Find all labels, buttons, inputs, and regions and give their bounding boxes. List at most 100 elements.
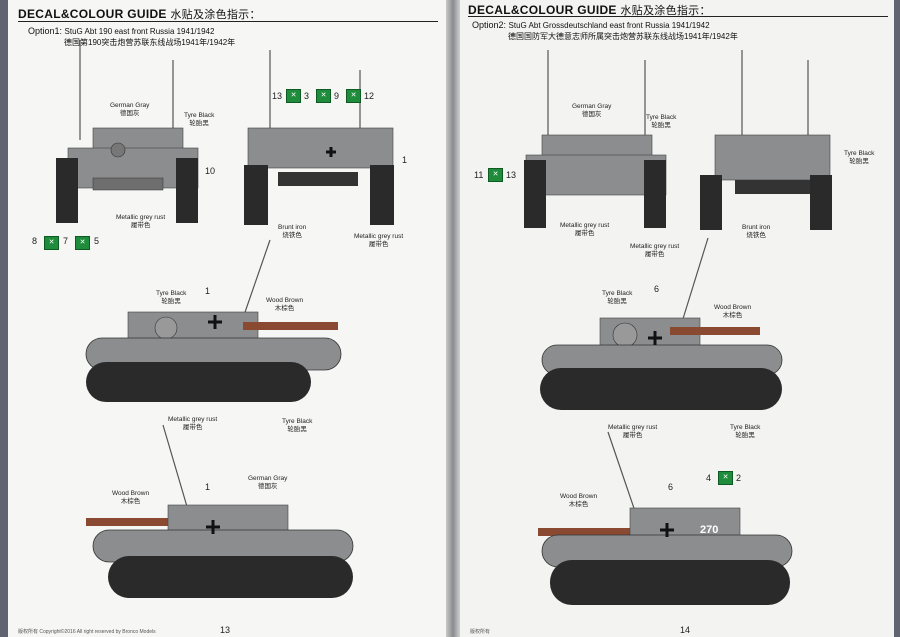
decal-number: 10 [205, 166, 216, 176]
label-en: German Gray [572, 103, 612, 110]
option-desc: StuG Abt Grossdeutschland east front Rus… [508, 21, 710, 30]
option-label: Option2: [472, 20, 507, 30]
page-number: 13 [220, 625, 231, 635]
label-en: Tyre Black [844, 150, 875, 157]
label-zh: 烧铁色 [282, 232, 302, 239]
label-en: Tyre Black [282, 418, 313, 425]
decal-number: 11 [474, 170, 484, 180]
label-en: Brunt iron [742, 224, 771, 231]
decal-number: 6 [668, 482, 674, 492]
label-zh: 木棕色 [120, 498, 141, 505]
hull-number: 270 [700, 524, 719, 536]
label-en: Metallic grey rust [630, 243, 680, 250]
title-zh: 水贴及涂色指示： [620, 5, 711, 17]
option-header: Option2: StuG Abt Grossdeutschland east … [472, 20, 738, 42]
decal-cross-icon: ✕ [44, 236, 59, 250]
page-14: DECAL&COLOUR GUIDE 水贴及涂色指示： Option2: Stu… [460, 0, 894, 637]
label-en: Metallic grey rust [608, 424, 658, 431]
side-view-tank-2 [86, 424, 354, 598]
title-rule [468, 16, 888, 17]
label-en: Wood Brown [714, 304, 752, 311]
label-en: Metallic grey rust [354, 233, 404, 240]
option-desc-zh: 德国国防军大德意志师所属突击炮营苏联东线战场1941年/1942年 [508, 32, 738, 41]
front-view-tank [56, 40, 199, 223]
label-zh: 履带色 [574, 230, 595, 237]
decal-cross-icon: ✕ [718, 471, 733, 485]
label-en: Metallic grey rust [560, 222, 610, 229]
label-zh: 履带色 [622, 432, 643, 439]
label-en: Metallic grey rust [116, 214, 166, 221]
decal-number: 4 [706, 473, 712, 483]
label-zh: 轮胎黑 [849, 158, 869, 165]
tank-illustrations [56, 40, 394, 598]
copyright-footer: 版权所有 [470, 629, 491, 635]
label-zh: 木棕色 [722, 312, 743, 319]
label-en: Wood Brown [560, 493, 598, 500]
front-view-tank [524, 50, 667, 228]
decal-cross-icon: ✕ [286, 89, 301, 103]
decal-number: 13 [506, 170, 517, 180]
label-zh: 德国灰 [119, 110, 140, 117]
option-desc-zh: 德国第190突击炮营苏联东线战场1941年/1942年 [64, 38, 236, 47]
title-rule [18, 21, 438, 22]
decal-number: 2 [736, 473, 742, 483]
decal-number: 12 [364, 91, 375, 101]
label-zh: 履带色 [182, 424, 203, 431]
side-view-tank-1 [85, 239, 342, 402]
label-en: Tyre Black [646, 114, 677, 121]
label-zh: 履带色 [368, 241, 389, 248]
label-en: German Gray [248, 475, 288, 482]
page-13: DECAL&COLOUR GUIDE 水贴及涂色指示： Option1: Stu… [8, 0, 446, 637]
option-header: Option1: StuG Abt 190 east front Russia … [28, 26, 235, 48]
label-zh: 轮胎黑 [607, 298, 627, 305]
decal-number: 7 [63, 236, 69, 246]
label-zh: 德国灰 [257, 483, 278, 490]
title-en: DECAL&COLOUR GUIDE [468, 3, 617, 17]
label-en: Wood Brown [266, 297, 304, 304]
label-zh: 烧铁色 [746, 232, 766, 239]
decal-cross-icon: ✕ [346, 89, 361, 103]
label-en: Tyre Black [156, 290, 187, 297]
label-en: Brunt iron [278, 224, 307, 231]
option-label: Option1: [28, 26, 63, 36]
decal-cross-icon: ✕ [316, 89, 331, 103]
decal-cross-icon: ✕ [488, 168, 503, 182]
label-en: Metallic grey rust [168, 416, 218, 423]
label-zh: 履带色 [130, 222, 151, 229]
label-zh: 轮胎黑 [651, 122, 671, 129]
label-zh: 轮胎黑 [287, 426, 307, 433]
decal-number: 3 [304, 91, 310, 101]
label-en: Tyre Black [730, 424, 761, 431]
tank-illustrations [524, 50, 832, 605]
label-zh: 德国灰 [581, 111, 602, 118]
page-title: DECAL&COLOUR GUIDE 水贴及涂色指示： [468, 2, 711, 18]
page-number: 14 [680, 625, 691, 635]
book-gutter [446, 0, 460, 637]
copyright-footer: 版权所有 Copyright©2016 All right reserved b… [18, 629, 156, 635]
label-zh: 木棕色 [568, 501, 589, 508]
label-zh: 履带色 [644, 251, 665, 258]
decal-number: 1 [205, 482, 211, 492]
label-en: German Gray [110, 102, 150, 109]
decal-number: 8 [32, 236, 38, 246]
decal-number: 1 [402, 155, 408, 165]
option-desc: StuG Abt 190 east front Russia 1941/1942 [64, 27, 215, 36]
title-zh: 水贴及涂色指示： [170, 9, 261, 21]
title-en: DECAL&COLOUR GUIDE [18, 7, 167, 21]
